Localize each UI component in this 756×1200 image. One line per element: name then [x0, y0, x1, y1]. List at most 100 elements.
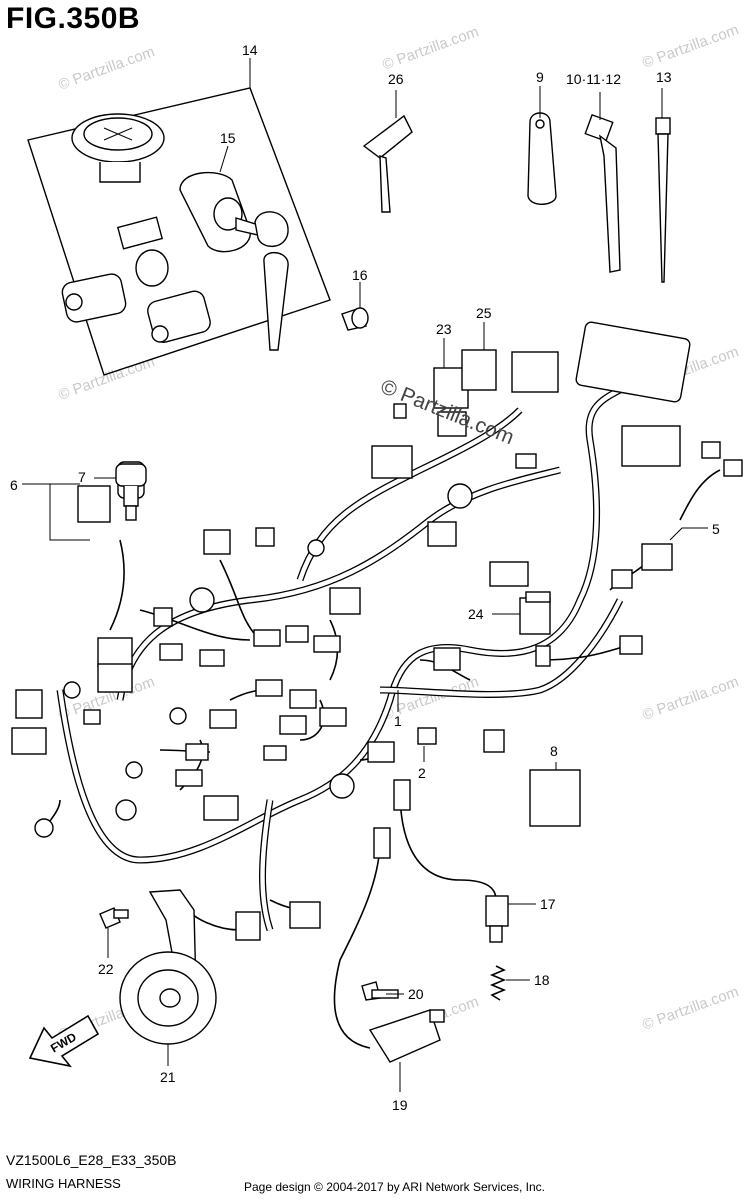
grommet: [307, 539, 325, 557]
connector[interactable]: [263, 745, 287, 761]
fwd-arrow-icon: FWD: [28, 1014, 100, 1068]
label-8[interactable]: [529, 769, 581, 827]
connector[interactable]: [535, 645, 551, 667]
connector[interactable]: [285, 625, 309, 643]
connector[interactable]: [619, 635, 643, 655]
connector[interactable]: [621, 425, 681, 467]
callout-1[interactable]: 1: [394, 713, 402, 729]
tie-13[interactable]: [655, 117, 671, 283]
sensor-7[interactable]: [115, 463, 147, 521]
connector[interactable]: [235, 911, 261, 941]
key-26[interactable]: [362, 114, 413, 213]
connector[interactable]: [83, 709, 101, 725]
spring-18[interactable]: [489, 965, 507, 1001]
connector[interactable]: [433, 647, 461, 671]
callout-7[interactable]: 7: [78, 469, 86, 485]
connector[interactable]: [203, 529, 231, 555]
connector[interactable]: [483, 729, 505, 753]
fuse-2[interactable]: [417, 727, 437, 745]
model-code: VZ1500L6_E28_E33_350B: [6, 1152, 177, 1168]
connector[interactable]: [11, 727, 47, 755]
connector[interactable]: [255, 679, 283, 697]
connector[interactable]: [701, 441, 721, 459]
callout-16[interactable]: 16: [352, 267, 368, 283]
callout-8[interactable]: 8: [550, 743, 558, 759]
callout-9[interactable]: 9: [536, 69, 544, 85]
relay-23[interactable]: [393, 349, 497, 419]
switch-17[interactable]: [333, 779, 509, 1049]
relay-24[interactable]: [519, 591, 551, 635]
connector[interactable]: [209, 709, 237, 729]
connector[interactable]: [289, 901, 321, 929]
callout-22[interactable]: 22: [98, 961, 114, 977]
callout-20[interactable]: 20: [408, 986, 424, 1002]
connector[interactable]: [153, 607, 173, 627]
connector[interactable]: [185, 743, 209, 761]
connector[interactable]: [97, 637, 133, 667]
connector[interactable]: [319, 707, 347, 727]
connector[interactable]: [255, 527, 275, 547]
grommet: [447, 483, 473, 509]
callout-15[interactable]: 15: [220, 130, 236, 146]
connector[interactable]: [723, 459, 743, 477]
callout-13[interactable]: 13: [656, 69, 672, 85]
leader-lines: [22, 58, 708, 1092]
connector[interactable]: [77, 485, 111, 523]
callout-5[interactable]: 5: [712, 521, 720, 537]
callout-21[interactable]: 21: [160, 1069, 176, 1085]
grommet: [34, 818, 54, 838]
connector[interactable]: [253, 629, 281, 647]
ignition-kit-group[interactable]: [27, 87, 331, 376]
horn-21[interactable]: [119, 889, 217, 1045]
connector[interactable]: [313, 635, 341, 653]
connector[interactable]: [437, 411, 467, 437]
connector[interactable]: [515, 453, 537, 469]
ignition-switch[interactable]: [179, 171, 289, 351]
connector[interactable]: [367, 741, 395, 763]
callout-26[interactable]: 26: [388, 71, 404, 87]
bolt-22[interactable]: [99, 907, 129, 929]
connector[interactable]: [329, 587, 361, 615]
diagram-name: WIRING HARNESS: [6, 1176, 121, 1191]
connector[interactable]: [371, 445, 413, 479]
grommet: [329, 773, 355, 799]
callout-18[interactable]: 18: [534, 972, 550, 988]
switch-19[interactable]: [368, 1009, 445, 1063]
connector[interactable]: [611, 569, 633, 589]
grommet: [63, 681, 81, 699]
connector[interactable]: [427, 521, 457, 547]
connector[interactable]: [97, 663, 133, 693]
callout-10-11-12[interactable]: 10·11·12: [566, 71, 621, 87]
clamp-10-11-12[interactable]: [584, 113, 621, 273]
connector[interactable]: [15, 689, 43, 719]
main-harness[interactable]: [11, 321, 743, 941]
clamp-9[interactable]: [527, 112, 557, 205]
callout-23[interactable]: 23: [436, 321, 452, 337]
connector[interactable]: [511, 351, 559, 393]
connector[interactable]: [489, 561, 529, 587]
callout-17[interactable]: 17: [540, 896, 556, 912]
connector[interactable]: [159, 643, 183, 661]
connector[interactable]: [175, 769, 203, 787]
callout-24[interactable]: 24: [468, 606, 484, 622]
grommet: [189, 587, 215, 613]
callout-6[interactable]: 6: [10, 477, 18, 493]
bolt-16[interactable]: [341, 307, 369, 331]
figure-title: FIG.350B: [6, 2, 141, 35]
callout-14[interactable]: 14: [242, 42, 258, 58]
connector[interactable]: [289, 689, 317, 709]
callout-19[interactable]: 19: [392, 1097, 408, 1113]
bolt-20[interactable]: [361, 981, 399, 1001]
page-credit: Page design © 2004-2017 by ARI Network S…: [244, 1180, 546, 1194]
connector[interactable]: [279, 715, 307, 735]
callout-2[interactable]: 2: [418, 765, 426, 781]
connector[interactable]: [575, 321, 691, 403]
grommet: [125, 761, 143, 779]
connector[interactable]: [199, 649, 225, 667]
callouts: 14 15 16 26 9 10·11·12 13 7 6 5 23 25 24…: [10, 42, 720, 1113]
callout-25[interactable]: 25: [476, 305, 492, 321]
grommet: [169, 707, 187, 725]
connector[interactable]: [203, 795, 239, 821]
connector[interactable]: [641, 543, 673, 571]
